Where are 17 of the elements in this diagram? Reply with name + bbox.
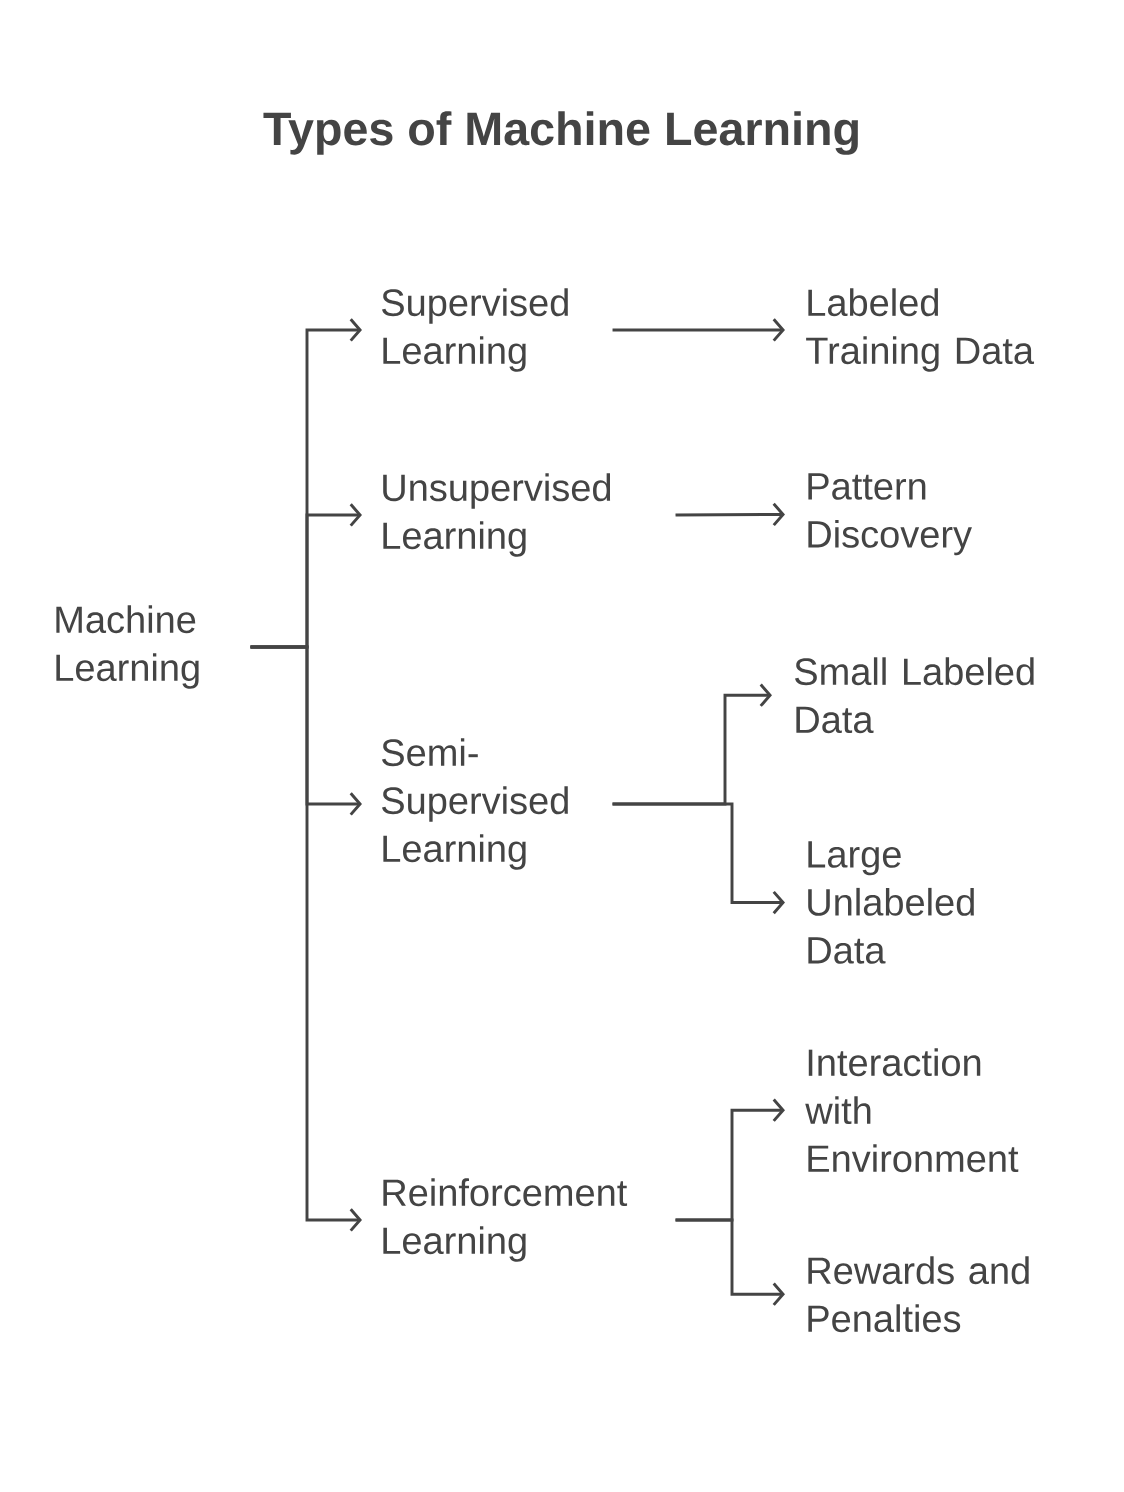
arrow (612, 318, 785, 342)
arrow (250, 645, 362, 1232)
node-label: Supervised Learning (382, 288, 568, 372)
node-label: Large Unlabeled Data (808, 841, 974, 964)
arrow (675, 502, 785, 527)
node-label: Small Labeled Data (795, 657, 1034, 734)
node-label: Reinforcement Learning (383, 1178, 628, 1262)
node-label: Unsupervised Learning (383, 473, 611, 557)
node-label: Interaction with Environment (805, 1048, 1019, 1173)
node-label: Rewards and Penalties (808, 1256, 1029, 1333)
node-label: Semi-Supervised Learning (382, 738, 568, 870)
arrow (612, 802, 785, 915)
node-label: Labeled Training Data (806, 288, 1035, 372)
node-label: Pattern Discovery (808, 473, 972, 556)
node-label: Machine Learning (56, 605, 199, 689)
title: Types of Machine Learning (263, 111, 858, 155)
arrow (675, 1218, 785, 1306)
